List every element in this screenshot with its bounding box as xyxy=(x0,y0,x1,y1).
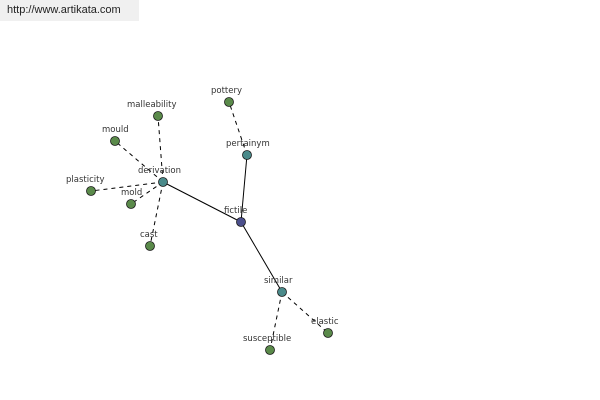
edge-fictile-pertainym xyxy=(240,154,248,223)
edge-derivation-cast xyxy=(149,181,164,247)
node-derivation[interactable]: derivation xyxy=(138,166,181,187)
node-label-derivation: derivation xyxy=(138,166,181,176)
node-mold[interactable]: mold xyxy=(121,188,142,209)
node-mould[interactable]: mould xyxy=(102,125,129,146)
node-marker-malleability[interactable] xyxy=(153,111,163,121)
node-marker-plasticity[interactable] xyxy=(86,186,96,196)
node-label-fictile: fictile xyxy=(224,206,247,216)
edge-derivation-mold xyxy=(130,181,164,205)
node-label-pottery: pottery xyxy=(211,86,242,96)
node-label-mold: mold xyxy=(121,188,142,198)
edge-similar-elastic xyxy=(281,291,329,334)
node-malleability[interactable]: malleability xyxy=(127,100,177,121)
node-marker-similar[interactable] xyxy=(277,287,287,297)
edge-pertainym-pottery xyxy=(228,101,248,156)
node-cast[interactable]: cast xyxy=(140,230,158,251)
node-pertainym[interactable]: pertainym xyxy=(226,139,270,160)
node-marker-fictile[interactable] xyxy=(236,217,246,227)
node-label-elastic: elastic xyxy=(311,317,339,327)
node-label-plasticity: plasticity xyxy=(66,175,105,185)
edge-similar-susceptible xyxy=(269,291,283,351)
node-marker-elastic[interactable] xyxy=(323,328,333,338)
node-marker-mould[interactable] xyxy=(110,136,120,146)
node-label-pertainym: pertainym xyxy=(226,139,270,149)
edge-fictile-derivation xyxy=(162,181,242,223)
node-label-similar: similar xyxy=(264,276,293,286)
edge-derivation-malleability xyxy=(157,115,164,183)
node-elastic[interactable]: elastic xyxy=(311,317,339,338)
edges-layer xyxy=(90,101,329,351)
node-plasticity[interactable]: plasticity xyxy=(66,175,105,196)
node-marker-derivation[interactable] xyxy=(158,177,168,187)
node-susceptible[interactable]: susceptible xyxy=(243,334,291,355)
node-label-malleability: malleability xyxy=(127,100,177,110)
edge-derivation-mould xyxy=(114,140,164,183)
site-url-link[interactable]: http://www.artikata.com xyxy=(0,0,139,21)
node-marker-cast[interactable] xyxy=(145,241,155,251)
node-label-susceptible: susceptible xyxy=(243,334,291,344)
nodes-layer: fictile pertainym derivation similar pottery… xyxy=(66,86,339,355)
node-fictile[interactable]: fictile xyxy=(224,206,247,227)
node-similar[interactable]: similar xyxy=(264,276,293,297)
node-marker-susceptible[interactable] xyxy=(265,345,275,355)
node-marker-pottery[interactable] xyxy=(224,97,234,107)
node-marker-mold[interactable] xyxy=(126,199,136,209)
edge-fictile-similar xyxy=(240,221,283,293)
node-label-cast: cast xyxy=(140,230,158,240)
node-pottery[interactable]: pottery xyxy=(211,86,242,107)
node-marker-pertainym[interactable] xyxy=(242,150,252,160)
node-label-mould: mould xyxy=(102,125,129,135)
